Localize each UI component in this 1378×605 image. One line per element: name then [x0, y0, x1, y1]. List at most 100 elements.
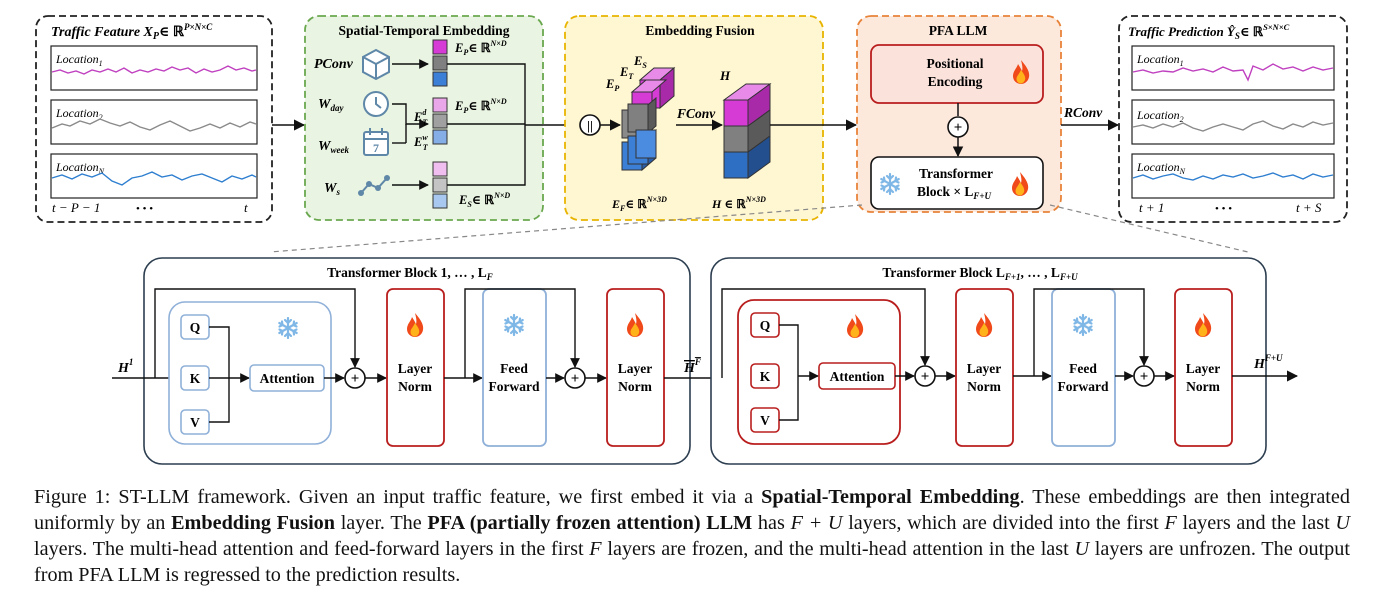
intermediate-h-label: HF [683, 357, 701, 376]
traffic-prediction-title: Traffic Prediction ŶS∈ ℝS×N×C [1128, 22, 1290, 41]
transformer-block-label-1: Transformer [919, 166, 993, 181]
trainable-q-label: Q [760, 318, 771, 333]
prediction-location-n-label: LocationN [1136, 160, 1186, 176]
prediction-location-n-line [1132, 172, 1334, 181]
ep-embedding-stack [432, 39, 448, 87]
figure-caption: Figure 1: ST-LLM framework. Given an inp… [34, 486, 1350, 586]
es-embedding-stack [432, 161, 448, 209]
fused-es-label: ES [633, 54, 647, 70]
w-week-label: Wweek [318, 139, 349, 155]
frozen-v-label: V [190, 415, 200, 430]
svg-text:+: + [571, 371, 580, 387]
frozen-ln1-label-2: Norm [398, 379, 432, 394]
frozen-ln1-label-1: Layer [398, 361, 433, 376]
prediction-location-2-panel [1131, 99, 1335, 145]
prediction-location-1-label: Location1 [1136, 52, 1184, 68]
hidden-embedding-stack [722, 83, 772, 179]
location-n-label: LocationN [55, 160, 105, 176]
unfrozen-block-title: Transformer Block LF+1, … , LF+U [882, 265, 1078, 282]
location-n-series-panel [50, 153, 258, 199]
block1-input-label: H1 [117, 357, 133, 376]
es-dim-label: ES∈ ℝN×D [458, 191, 510, 209]
traffic-feature-axis-dots: • • • [136, 203, 153, 215]
w-day-label: Wday [318, 97, 344, 113]
fconv-label: FConv [676, 106, 716, 121]
frozen-k-label: K [190, 371, 201, 386]
location-2-series-line [51, 118, 257, 132]
fused-embedding-stack [621, 66, 676, 172]
frozen-layernorm-1 [386, 288, 445, 447]
h-stack-label: H [719, 68, 731, 83]
trainable-attention-label: Attention [830, 369, 885, 384]
unfrozen-ff-label-1: Feed [1069, 361, 1097, 376]
unfrozen-layernorm-2 [1174, 288, 1233, 447]
transformer-block-box [870, 156, 1044, 210]
embedding-fusion-title: Embedding Fusion [645, 23, 755, 38]
caption-label: Figure 1: [34, 486, 111, 508]
et-embedding-stack [432, 97, 448, 145]
frozen-q-label: Q [190, 320, 201, 335]
unfrozen-ln1-label-1: Layer [967, 361, 1002, 376]
cube-icon [362, 48, 390, 81]
fused-et-label: ET [619, 65, 634, 81]
svg-text:+: + [921, 369, 930, 385]
unfrozen-ln2-label-2: Norm [1186, 379, 1220, 394]
frozen-ln2-label-1: Layer [618, 361, 653, 376]
frozen-skip-2 [464, 288, 580, 378]
svg-text:7: 7 [373, 141, 379, 155]
add-symbol: + [954, 120, 963, 136]
clock-icon [363, 91, 389, 117]
svg-text:+: + [351, 371, 360, 387]
unfrozen-layernorm-1 [955, 288, 1014, 447]
traffic-feature-axis-left: t − P − 1 [52, 200, 100, 215]
unfrozen-skip-2 [1033, 288, 1149, 376]
frozen-ff-label-2: Forward [489, 379, 540, 394]
concat-symbol: || [587, 118, 593, 133]
frozen-attention-label: Attention [260, 371, 315, 386]
ef-dim-label: EF∈ ℝN×3D [611, 195, 667, 213]
h-dim-label: H∈ ℝN×3D [711, 195, 766, 211]
fused-ep-label: EP [605, 77, 619, 93]
location-1-series-line [51, 65, 257, 75]
spatial-temporal-embedding-title: Spatial-Temporal Embedding [339, 23, 510, 38]
st-llm-framework-figure: Traffic Feature XP∈ ℝP×N×C Location1 Loc… [35, 15, 1348, 465]
w-s-label: Ws [324, 181, 340, 197]
ep-dim-label: EP∈ ℝN×D [454, 39, 507, 57]
rconv-label: RConv [1063, 105, 1103, 120]
traffic-feature-title: Traffic Feature XP∈ ℝP×N×C [51, 22, 213, 42]
frozen-ff-label-1: Feed [500, 361, 528, 376]
positional-encoding-box [870, 44, 1044, 104]
unfrozen-ln2-label-1: Layer [1186, 361, 1221, 376]
prediction-location-2-label: Location2 [1136, 108, 1184, 124]
positional-encoding-label-2: Encoding [928, 74, 983, 89]
calendar-icon: 7 [363, 128, 389, 156]
frozen-layernorm-2 [606, 288, 665, 447]
unfrozen-ln1-label-2: Norm [967, 379, 1001, 394]
prediction-location-1-panel [1131, 45, 1335, 91]
frozen-ln2-label-2: Norm [618, 379, 652, 394]
positional-encoding-label-1: Positional [926, 56, 983, 71]
location-1-label: Location1 [55, 52, 103, 68]
location-2-label: Location2 [55, 106, 103, 122]
prediction-axis-left: t + 1 [1139, 200, 1164, 215]
trainable-k-box [750, 363, 780, 389]
transformer-block-label-2: Block × LF+U [917, 184, 992, 201]
block2-output-label: HF+U [1253, 353, 1283, 372]
unfrozen-skip-1 [721, 288, 930, 378]
temporal-merge-line [392, 103, 429, 129]
traffic-feature-axis-right: t [244, 200, 248, 215]
graph-icon [358, 175, 390, 196]
ep2-dim-label: EP∈ ℝN×D [454, 97, 507, 115]
unfrozen-ff-label-2: Forward [1058, 379, 1109, 394]
trainable-k-label: K [760, 369, 771, 384]
zoom-guide-right [1049, 204, 1249, 253]
trainable-v-label: V [760, 413, 770, 428]
prediction-axis-right: t + S [1296, 200, 1322, 215]
prediction-axis-dots: • • • [1215, 203, 1232, 215]
pconv-label: PConv [314, 57, 354, 72]
pfa-llm-title: PFA LLM [929, 23, 988, 38]
frozen-block-title: Transformer Block 1, … , LF [327, 265, 493, 282]
location-n-series-line [51, 171, 257, 186]
